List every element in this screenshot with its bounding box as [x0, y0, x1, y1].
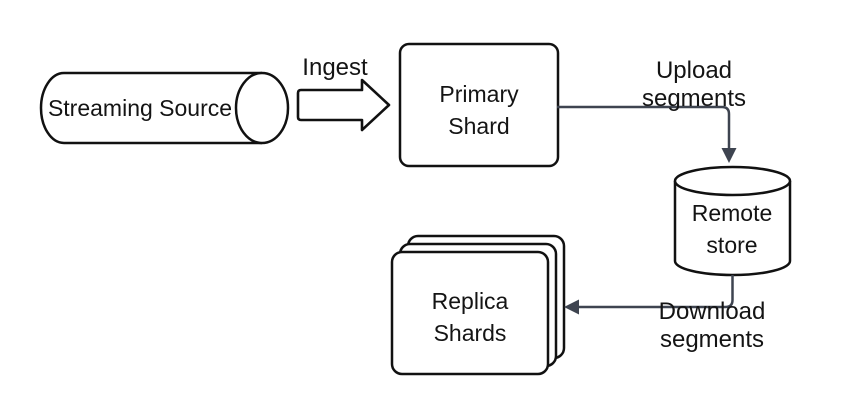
download-segments-edge-label: Download segments	[658, 298, 766, 353]
download-connector-line	[579, 275, 734, 309]
streaming-source-cylinder-body	[39, 71, 262, 145]
remote-store-cylinder-body	[673, 181, 792, 277]
remote-store-cylinder-top	[673, 165, 792, 197]
upload-arrowhead-icon	[721, 148, 737, 163]
ingest-block-arrow	[296, 78, 391, 132]
remote-store-label: Remote store	[691, 200, 773, 258]
primary-shard-node	[398, 42, 560, 168]
upload-connector-line	[557, 105, 731, 149]
streaming-source-cylinder-cap	[234, 71, 290, 145]
download-arrowhead-icon	[564, 299, 579, 315]
shapes-layer	[39, 42, 792, 376]
streaming-source-label: Streaming Source	[47, 95, 233, 121]
replica-shards-label: Replica Shards	[431, 288, 509, 346]
remote-store-node	[673, 165, 792, 277]
streaming-source-node	[39, 71, 290, 145]
ingest-edge-label: Ingest	[302, 54, 368, 81]
primary-shard-label: Primary Shard	[439, 81, 519, 139]
replica-shards-node	[390, 234, 566, 376]
replica-card-front	[390, 250, 550, 376]
upload-segments-edge-label: Upload segments	[641, 57, 747, 112]
connectors-layer	[557, 105, 737, 315]
